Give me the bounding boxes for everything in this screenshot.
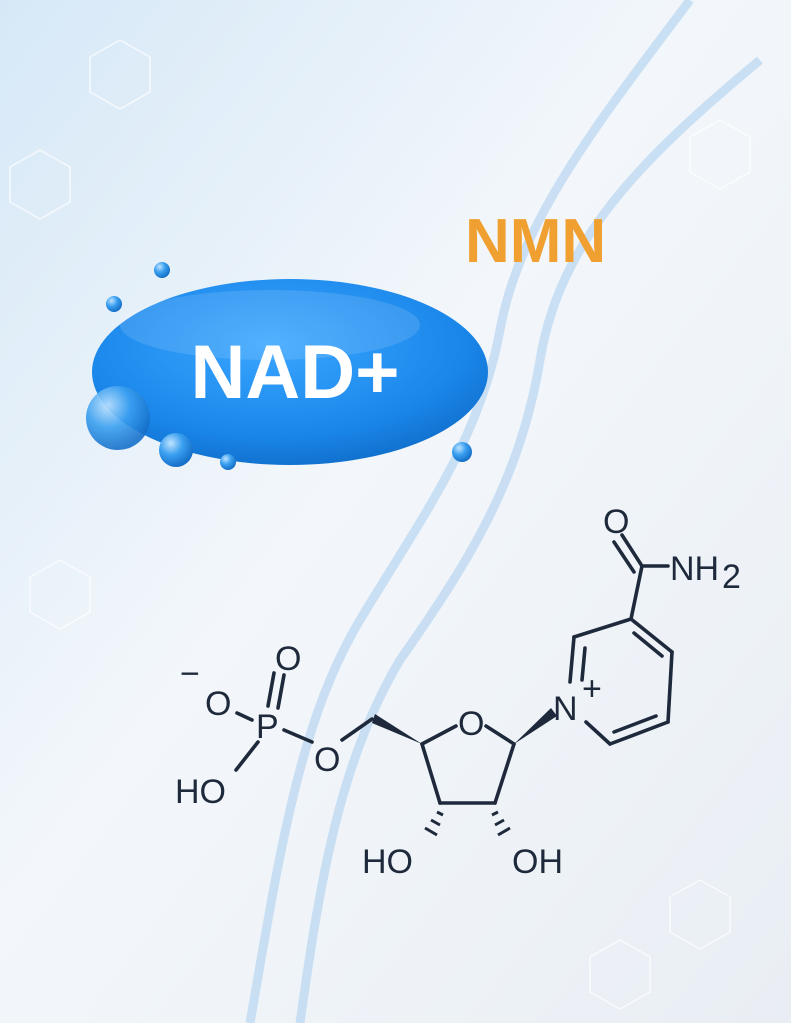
bubbles	[86, 262, 472, 470]
ribose-oh: OH	[512, 843, 563, 881]
nmn-title: NMN	[465, 207, 606, 276]
atom-amide-sub: 2	[722, 558, 741, 596]
ribose-ho: HO	[362, 843, 413, 881]
atom-pyridinium-n: N	[553, 690, 578, 728]
charge-minus: −	[180, 655, 200, 693]
atom-amide-nh: NH	[670, 550, 719, 588]
dna-helix	[245, 0, 763, 1023]
phosphate-oh: HO	[175, 773, 226, 811]
atom-phosphoryl-o: O	[275, 640, 301, 678]
atom-ring-o: O	[458, 705, 484, 743]
atom-anion-o: O	[205, 685, 231, 723]
nad-title: NAD+	[190, 330, 399, 415]
nad-pill: NAD+	[92, 279, 488, 465]
atom-phosphorus: P	[256, 708, 279, 746]
nmn-structure: O NH 2 N + O O P O O − HO HO OH	[175, 503, 741, 881]
atom-carbonyl-o: O	[603, 503, 629, 541]
hexagon-pattern	[9, 39, 751, 1010]
atom-ester-o: O	[314, 741, 340, 779]
charge-plus: +	[582, 670, 602, 708]
